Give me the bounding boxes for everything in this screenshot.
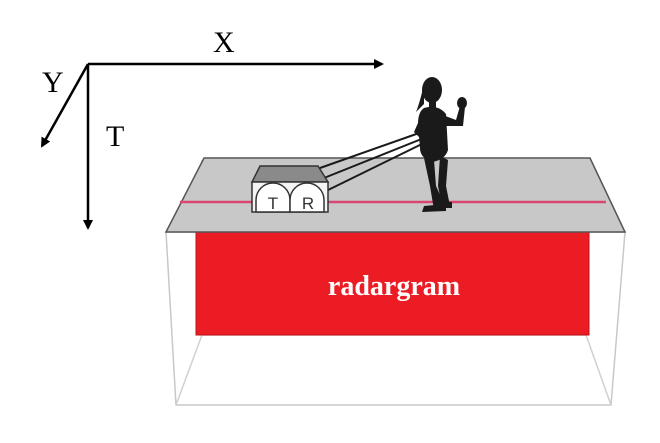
transmitter-label: T xyxy=(268,194,278,213)
box-right-depth-edge xyxy=(585,334,612,406)
tow-cables xyxy=(319,131,427,193)
operator-arm-raised xyxy=(440,106,465,126)
operator-leg-back xyxy=(438,156,450,206)
y-axis-label: Y xyxy=(42,66,64,99)
receiver-label: R xyxy=(302,194,314,213)
radargram-label: radargram xyxy=(328,271,460,302)
operator-hand xyxy=(457,97,467,109)
operator-arm-holding xyxy=(414,114,428,142)
operator-hair xyxy=(416,84,424,112)
ground-surface xyxy=(164,157,627,233)
antenna-top xyxy=(250,165,330,183)
antenna-unit: T R xyxy=(250,165,330,213)
y-axis-arrow xyxy=(40,63,90,148)
operator-foot-back xyxy=(438,202,452,208)
radargram-section xyxy=(195,228,590,336)
operator-head xyxy=(422,77,442,103)
operator-silhouette xyxy=(414,77,467,212)
receiver-housing xyxy=(289,182,325,213)
t-axis-label: T xyxy=(106,120,124,153)
operator-neck xyxy=(429,101,436,109)
x-axis-label: X xyxy=(213,26,235,59)
coordinate-axes: X Y T xyxy=(40,26,384,230)
box-left-depth-edge xyxy=(175,334,203,406)
